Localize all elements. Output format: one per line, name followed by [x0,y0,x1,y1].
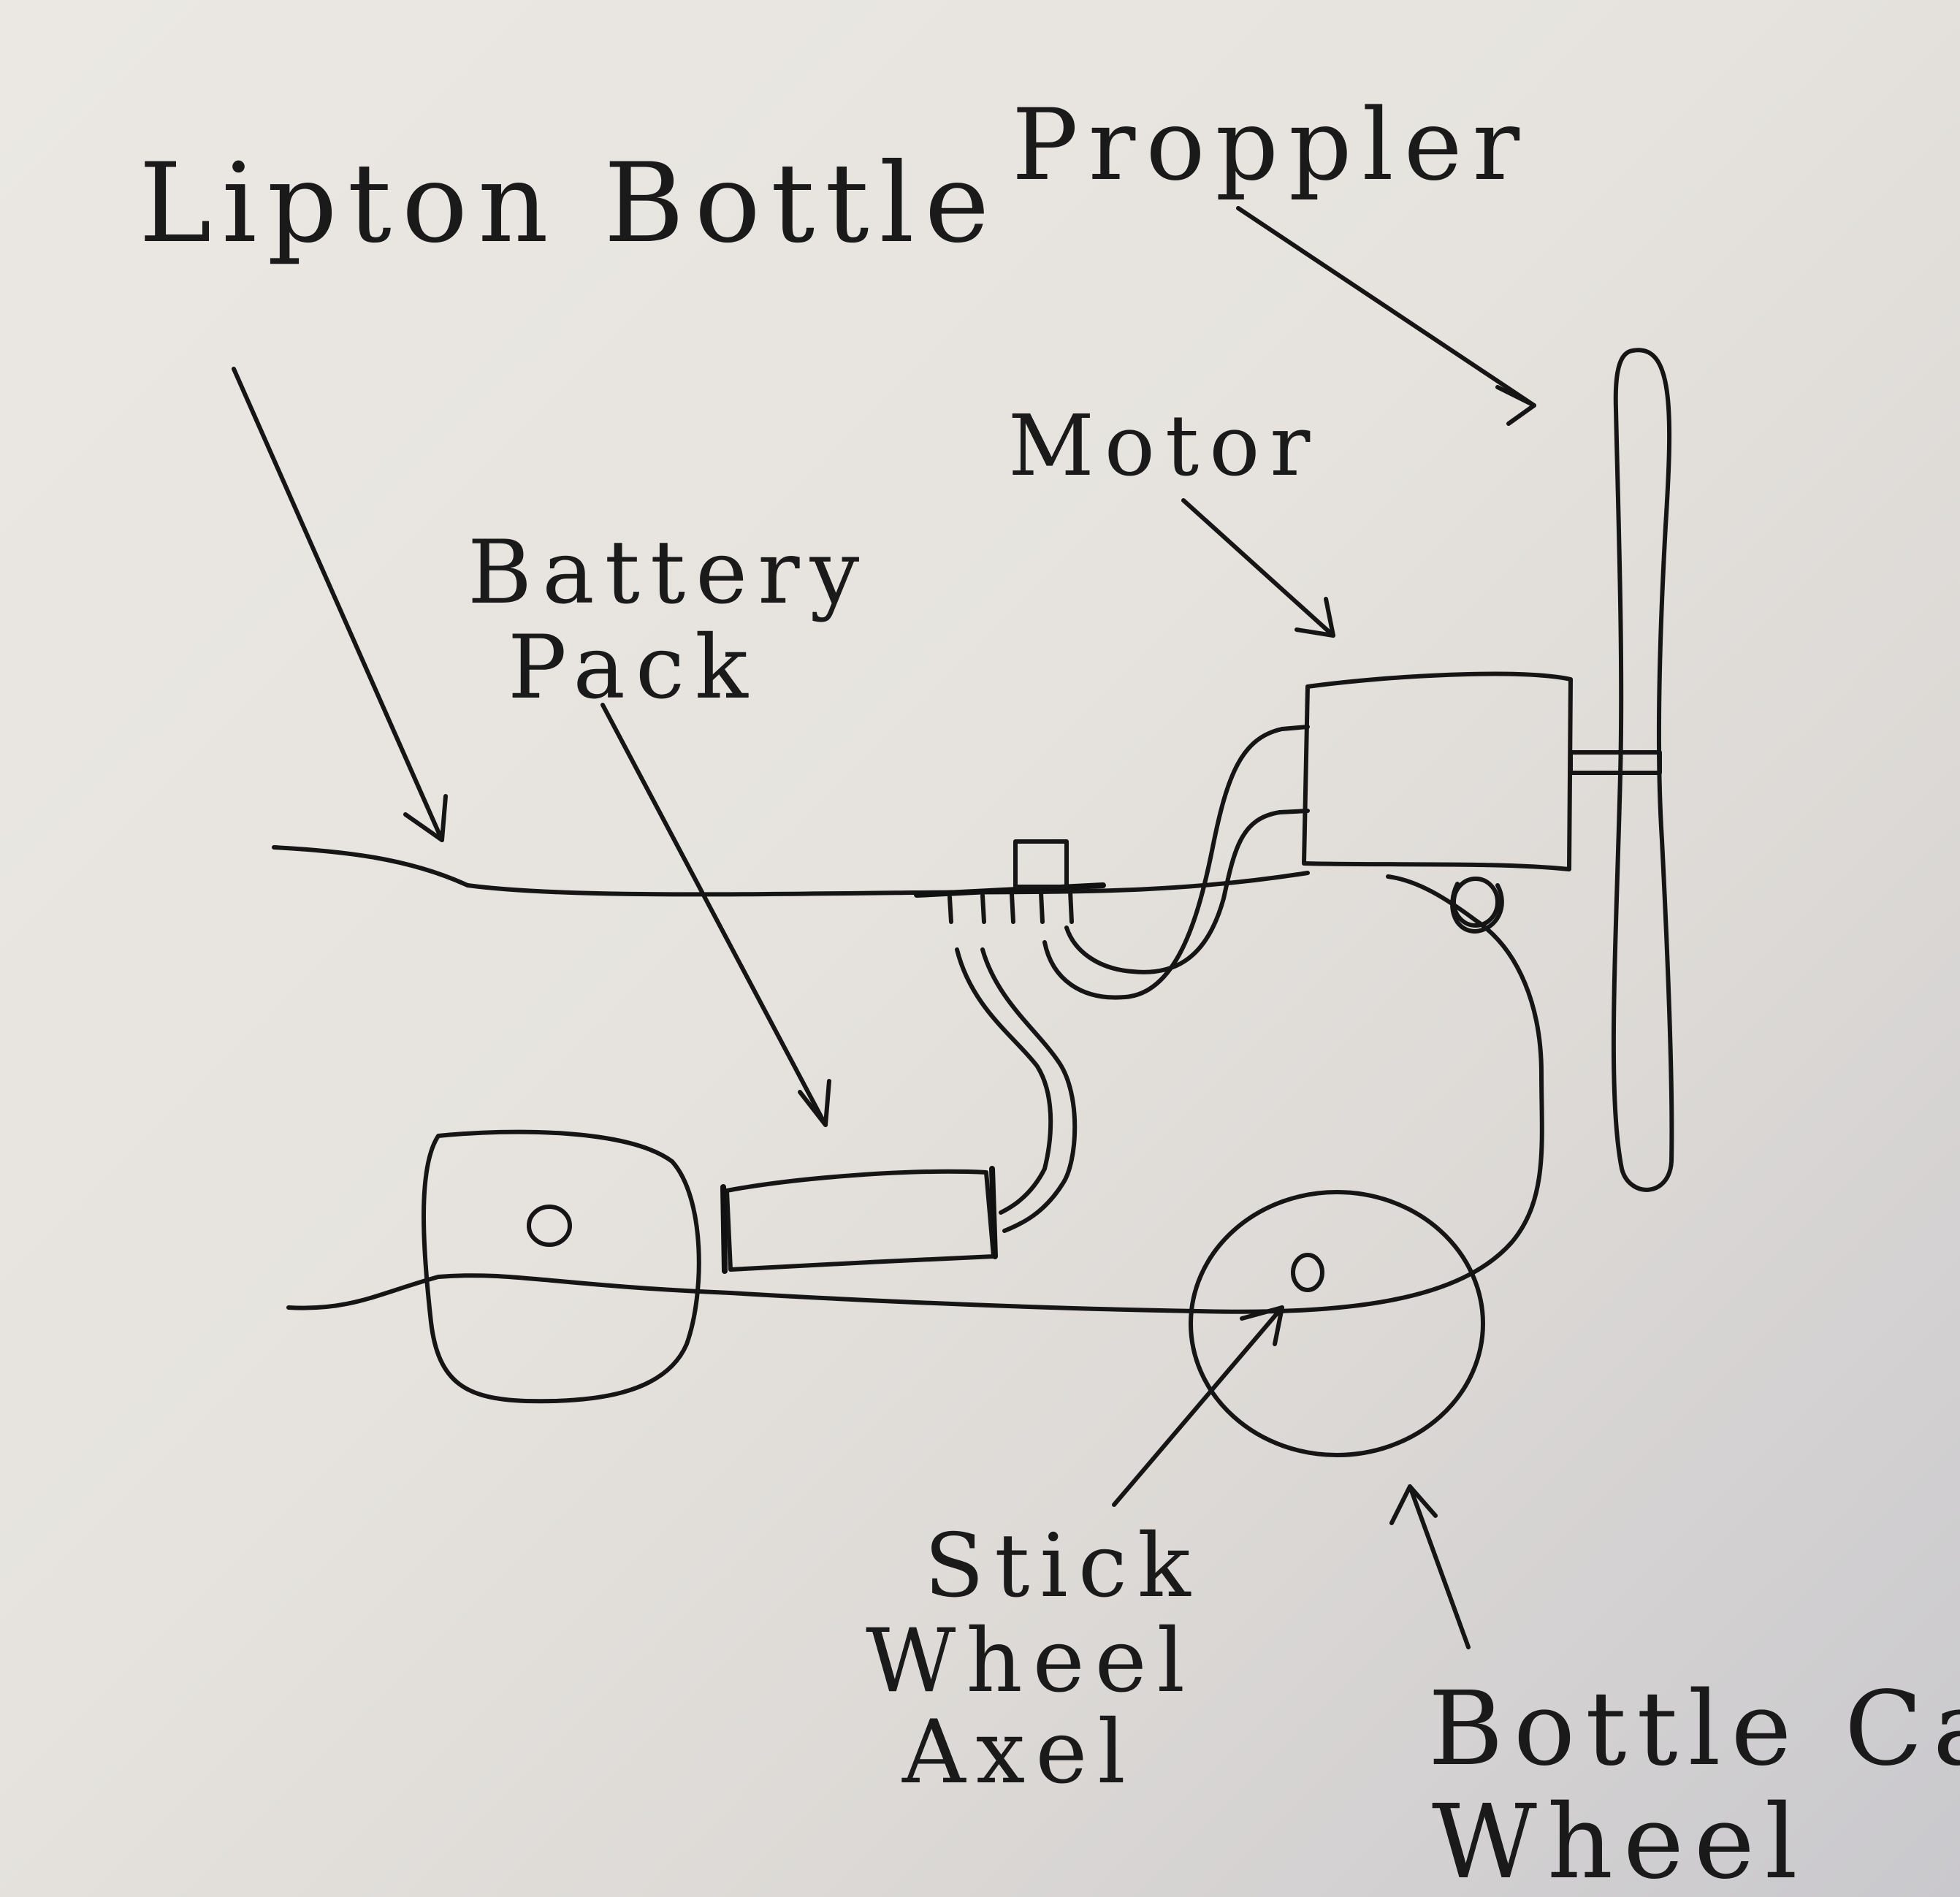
battery-wire-right [980,947,1078,1233]
motor-terminal-bottom [1278,809,1310,814]
propeller-arrowhead [1495,385,1536,426]
label-battery-line2: Pack [508,617,758,719]
lipton-bottle-arrow [232,367,444,842]
battery-wire-left [955,947,1053,1215]
cap-wheel-arrowhead [1389,1484,1438,1525]
motor-arrowhead [1294,597,1335,638]
battery-left-cap [720,1184,728,1274]
motor-arrow [1181,498,1335,638]
propeller-arrow [1236,206,1536,408]
label-battery-line1: Battery [468,522,869,624]
switch-pins [947,889,1074,924]
battery-arrowhead [798,1079,831,1127]
propeller-blade [1611,348,1674,1192]
cap-wheel-arrow [1408,1484,1471,1649]
rear-wheel-axle-hole [527,1205,572,1247]
label-lipton-bottle: Lipton Bottle [139,140,999,267]
axel-arrow [1112,1305,1284,1507]
label-stick-line2: Wheel [866,1611,1195,1712]
battery-pack-body [725,1169,996,1272]
axel-arrowhead [1240,1305,1284,1346]
switch-knob [1013,839,1069,889]
rear-wheel [422,1129,701,1404]
propeller-shaft [1568,750,1662,775]
motor-body [1302,671,1573,871]
bottle-bottom-outline [286,874,1544,1314]
label-cap-line2: Wheel [1432,1783,1808,1897]
switch-base [914,882,1106,898]
bottle-top-outline [272,845,1310,897]
battery-arrow [600,703,828,1127]
battery-right-cap [989,1166,998,1259]
motor-wire-outer [1042,727,1284,1000]
motor-mount-bearing-outer [1450,882,1504,934]
motor-wire-inner [1064,810,1282,974]
label-propeller: Proppler [1012,88,1530,202]
lipton-bottle-arrowhead [403,794,448,842]
label-stick-line1: Stick [924,1516,1201,1617]
motor-terminal-top [1280,725,1310,731]
label-motor: Motor [1008,397,1320,495]
front-wheel-axle-hole [1291,1253,1324,1292]
front-wheel [1189,1190,1485,1457]
label-stick-line3: Axel [901,1702,1136,1804]
label-cap-line1: Bottle CaP [1428,1670,1960,1789]
